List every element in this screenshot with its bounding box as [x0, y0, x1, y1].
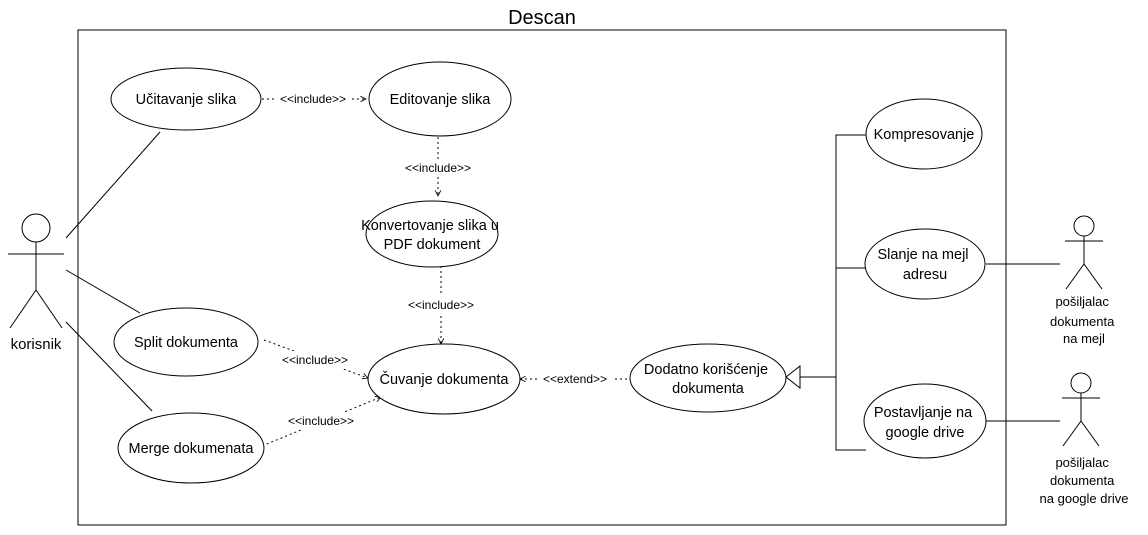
- actor-drive-sender[interactable]: pošiljalac dokumenta na google drive: [1040, 372, 1129, 506]
- actor-drive-sender-label: pošiljalac dokumenta na google drive: [1040, 455, 1129, 506]
- actor-korisnik[interactable]: korisnik: [8, 213, 64, 353]
- include-label-5: <<include>>: [288, 414, 354, 428]
- generalization-kompresovanje: [835, 134, 866, 451]
- assoc-korisnik-ucitavanje: [65, 131, 161, 239]
- include-label-3: <<include>>: [408, 298, 474, 312]
- actor-mail-sender[interactable]: pošiljalac dokumenta na mejl: [1050, 215, 1118, 346]
- svg-text:Slanje na mejl adresu: Slanje na mejl adresu: [877, 247, 972, 283]
- system-title: Descan: [508, 7, 576, 29]
- use-case-editovanje[interactable]: Editovanje slika: [368, 61, 512, 137]
- include-label-2: <<include>>: [405, 161, 471, 175]
- svg-text:Učitavanje slika: Učitavanje slika: [136, 92, 238, 108]
- include-label-4: <<include>>: [282, 353, 348, 367]
- svg-text:Dodatno korišćenje dokum: Dodatno korišćenje dokumenta: [644, 362, 772, 397]
- svg-text:Editovanje slika: Editovanje slika: [390, 92, 492, 108]
- use-case-slanje[interactable]: Slanje na mejl adresu: [864, 228, 986, 300]
- use-case-postavljanje[interactable]: Postavljanje na google drive: [863, 383, 987, 459]
- use-case-dodatno[interactable]: Dodatno korišćenje dokumenta: [629, 343, 787, 413]
- include-label-1: <<include>>: [280, 92, 346, 106]
- svg-text:Merge dokumenata: Merge dokumenata: [129, 441, 255, 457]
- svg-text:Konvertovanje slika u PD: Konvertovanje slika u PDF dokument: [361, 218, 503, 253]
- svg-text:Postavljanje na google d: Postavljanje na google drive: [874, 405, 976, 441]
- actor-mail-sender-label: pošiljalac dokumenta na mejl: [1050, 294, 1118, 346]
- include-merge-cuvanje: [261, 397, 381, 447]
- use-case-ucitavanje[interactable]: Učitavanje slika: [110, 67, 262, 131]
- use-case-cuvanje[interactable]: Čuvanje dokumenta: [367, 343, 521, 415]
- assoc-korisnik-merge: [65, 321, 153, 412]
- use-case-merge[interactable]: Merge dokumenata: [117, 412, 265, 484]
- use-case-kompresovanje[interactable]: Kompresovanje: [865, 98, 983, 170]
- use-case-konvertovanje[interactable]: Konvertovanje slika u PDF dokument: [361, 200, 503, 268]
- svg-text:Kompresovanje: Kompresovanje: [874, 127, 975, 143]
- assoc-korisnik-split: [65, 269, 141, 314]
- svg-text:Split dokumenta: Split dokumenta: [134, 335, 239, 351]
- actor-korisnik-label: korisnik: [11, 336, 62, 353]
- svg-text:Čuvanje dokumenta: Čuvanje dokumenta: [380, 371, 510, 388]
- generalization-arrowhead: [785, 364, 801, 390]
- extend-label: <<extend>>: [543, 372, 607, 386]
- use-case-split[interactable]: Split dokumenta: [113, 307, 259, 377]
